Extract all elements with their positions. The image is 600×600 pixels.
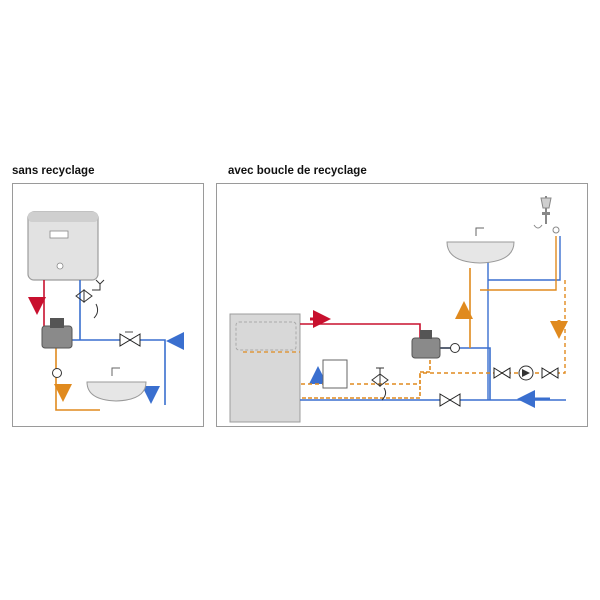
right-wash-basin-icon <box>446 227 515 264</box>
left-thermometer-icon <box>52 368 62 378</box>
right-thermometer-icon <box>450 343 460 353</box>
left-check-valve-icon <box>119 331 141 347</box>
right-recirc-check-valve-icon <box>493 367 511 379</box>
right-safety-valve-icon <box>371 367 389 401</box>
heater-knob-icon <box>56 262 64 270</box>
left-safety-valve-icon <box>75 279 105 319</box>
left-water-heater <box>27 211 99 281</box>
right-check-valve-icon <box>439 393 461 407</box>
right-mixing-valve-icon <box>411 330 441 359</box>
right-diagram-title: avec boucle de recyclage <box>228 165 367 177</box>
heater-display-icon <box>49 230 69 239</box>
right-shower-icon <box>533 196 560 234</box>
left-mixing-valve-icon <box>41 318 73 349</box>
left-wash-basin-icon <box>86 367 147 402</box>
right-pump-arrow-icon <box>522 369 530 377</box>
right-recirc-valve-icon <box>541 367 559 379</box>
left-diagram-title: sans recyclage <box>12 165 95 177</box>
right-storage-tank <box>229 313 301 423</box>
right-expansion-vessel-icon <box>322 359 348 389</box>
